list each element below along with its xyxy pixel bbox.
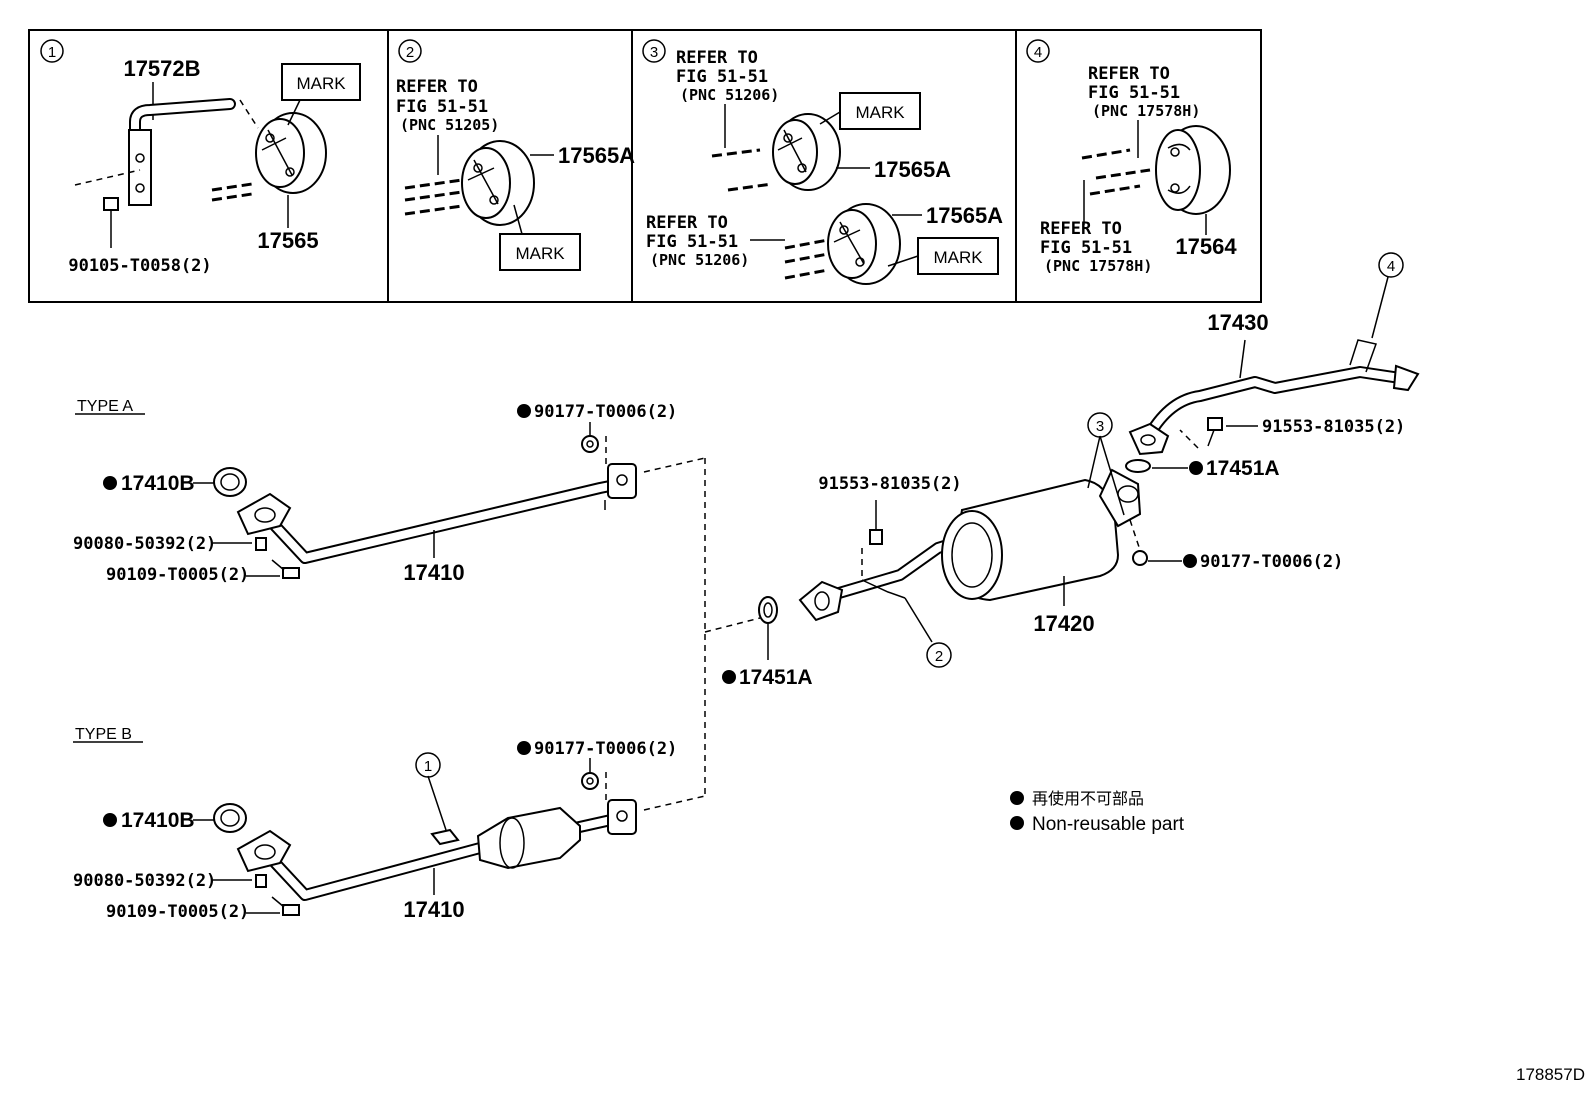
callout-3: 3 bbox=[1096, 418, 1104, 435]
panel-2-number: 2 bbox=[406, 44, 414, 61]
bolt-91553-tail bbox=[1179, 417, 1223, 449]
panel-2-refer-line-3: (PNC 51205) bbox=[400, 116, 499, 134]
type-b-title: TYPE B bbox=[75, 726, 132, 743]
panel-3-bottom-refer-line-3: (PNC 51206) bbox=[650, 251, 749, 269]
callout-1: 1 bbox=[424, 758, 432, 775]
bolt-90109-a bbox=[271, 559, 300, 579]
label-91553-81035-center: 91553-81035(2) bbox=[818, 474, 961, 494]
label-17564: 17564 bbox=[1175, 234, 1237, 259]
label-90080-50392-a: 90080-50392(2) bbox=[73, 534, 216, 554]
catalytic-converter bbox=[476, 806, 581, 870]
panel-4-bottom-refer-line-1: REFER TO bbox=[1040, 219, 1122, 239]
label-17572b: 17572B bbox=[123, 56, 200, 81]
label-90177-t0006-b: 90177-T0006(2) bbox=[534, 739, 677, 759]
nut-90177-a bbox=[581, 435, 607, 464]
label-90105-t0058: 90105-T0058(2) bbox=[68, 256, 211, 276]
panel-3-top-refer-line-2: FIG 51-51 bbox=[676, 67, 768, 87]
panel-4-bottom-refer-line-3: (PNC 17578H) bbox=[1044, 257, 1152, 275]
center-muffler-assembly: 17451A 91553-81035(2) 3 2 17420 bbox=[722, 412, 1142, 689]
mark-label-2: MARK bbox=[515, 244, 565, 263]
panel-3-bottom-refer-line-2: FIG 51-51 bbox=[646, 232, 738, 252]
label-17420: 17420 bbox=[1033, 611, 1094, 636]
label-17410-a: 17410 bbox=[403, 560, 464, 585]
panel-2-refer-line-1: REFER TO bbox=[396, 77, 478, 97]
callout-2: 2 bbox=[935, 648, 943, 665]
label-90080-50392-b: 90080-50392(2) bbox=[73, 871, 216, 891]
panel-4-top-refer-line-1: REFER TO bbox=[1088, 64, 1170, 84]
label-17565a-panel-3-bottom: 17565A bbox=[926, 203, 1003, 228]
tail-pipe-tip bbox=[1392, 364, 1420, 392]
panel-3-bottom-refer-line-1: REFER TO bbox=[646, 213, 728, 233]
label-17410b-a: 17410B bbox=[121, 472, 195, 495]
panel-4-bottom-refer-line-2: FIG 51-51 bbox=[1040, 238, 1132, 258]
nut-90177-b bbox=[581, 772, 607, 800]
label-17410b-b: 17410B bbox=[121, 809, 195, 832]
hanger-17565a-panel-3-bottom bbox=[827, 203, 901, 285]
panel-3: 3 REFER TO FIG 51-51 (PNC 51206) MARK 17… bbox=[642, 39, 1003, 285]
panel-2-refer-line-2: FIG 51-51 bbox=[396, 97, 488, 117]
gasket-17410b-a bbox=[213, 467, 247, 497]
front-flange-a bbox=[236, 492, 292, 536]
mark-label-1: MARK bbox=[296, 74, 346, 93]
gasket-17451a-center bbox=[758, 596, 778, 624]
center-front-flange bbox=[798, 580, 844, 622]
label-90177-t0006-a: 90177-T0006(2) bbox=[534, 402, 677, 422]
tail-pipe-assembly: 17430 4 91553-81035(2) 17451A 90177-T000… bbox=[1125, 252, 1420, 572]
rear-flange-a bbox=[607, 463, 637, 499]
callout-4: 4 bbox=[1387, 258, 1395, 275]
panel-4-top-refer-line-2: FIG 51-51 bbox=[1088, 83, 1180, 103]
panel-4-number: 4 bbox=[1034, 44, 1042, 61]
label-17430: 17430 bbox=[1207, 310, 1268, 335]
panel-4: 4 REFER TO FIG 51-51 (PNC 17578H) REFER … bbox=[1026, 39, 1237, 275]
legend: 再使用不可部品 Non-reusable part bbox=[1010, 790, 1185, 835]
gasket-17451a-tail bbox=[1125, 459, 1151, 473]
hanger-17565a-panel-2 bbox=[461, 140, 535, 226]
panel-3-number: 3 bbox=[650, 44, 658, 61]
detail-panels bbox=[28, 29, 1262, 303]
tail-flange bbox=[1128, 422, 1170, 456]
hanger-17565 bbox=[255, 112, 327, 194]
mark-label-3-top: MARK bbox=[855, 103, 905, 122]
stud-90080-b bbox=[255, 874, 267, 888]
legend-jp: 再使用不可部品 bbox=[1032, 790, 1144, 808]
label-17565a-panel-2: 17565A bbox=[558, 143, 635, 168]
panel-3-top-refer-line-3: (PNC 51206) bbox=[680, 86, 779, 104]
panel-2: 2 REFER TO FIG 51-51 (PNC 51205) 17565A … bbox=[396, 39, 635, 271]
hanger-17565a-panel-3-top bbox=[772, 113, 841, 191]
type-a-assembly: TYPE A 17410B 90177-T0006(2) 90080-50392 bbox=[73, 398, 677, 585]
panel-1-number: 1 bbox=[48, 44, 56, 61]
panel-1: 1 17572B 90105-T0058(2) MARK 17565 bbox=[40, 39, 361, 276]
stud-90080-a bbox=[255, 537, 267, 551]
label-90109-t0005-b: 90109-T0005(2) bbox=[106, 902, 249, 922]
label-17565a-panel-3-top: 17565A bbox=[874, 157, 951, 182]
connection-dashes bbox=[643, 457, 761, 811]
hanger-bracket-b bbox=[430, 828, 460, 846]
type-a-title: TYPE A bbox=[77, 398, 133, 415]
bracket-plate bbox=[128, 129, 152, 206]
panel-4-top-refer-line-3: (PNC 17578H) bbox=[1092, 102, 1200, 120]
bolt-90105 bbox=[103, 197, 119, 248]
bolt-91553-center bbox=[861, 500, 883, 576]
panel-3-top-refer-line-1: REFER TO bbox=[676, 48, 758, 68]
figure-id: 178857D bbox=[1516, 1065, 1585, 1084]
label-17451a-center: 17451A bbox=[739, 666, 813, 689]
rear-flange-b bbox=[607, 799, 637, 835]
gasket-17410b-b bbox=[213, 803, 247, 833]
label-91553-81035-tail: 91553-81035(2) bbox=[1262, 417, 1405, 437]
label-90109-t0005-a: 90109-T0005(2) bbox=[106, 565, 249, 585]
nut-90177-tail bbox=[1129, 519, 1148, 566]
label-17451a-tail: 17451A bbox=[1206, 457, 1280, 480]
mark-label-3-bottom: MARK bbox=[933, 248, 983, 267]
label-90177-t0006-tail: 90177-T0006(2) bbox=[1200, 552, 1343, 572]
front-flange-b bbox=[236, 829, 292, 873]
label-17410-b: 17410 bbox=[403, 897, 464, 922]
bolt-90109-b bbox=[271, 896, 300, 916]
type-b-assembly: TYPE B 17410B 1 90177-T0006(2) bbox=[73, 726, 677, 922]
legend-en: Non-reusable part bbox=[1032, 814, 1185, 835]
label-17565: 17565 bbox=[257, 228, 318, 253]
hanger-17564 bbox=[1155, 125, 1231, 215]
